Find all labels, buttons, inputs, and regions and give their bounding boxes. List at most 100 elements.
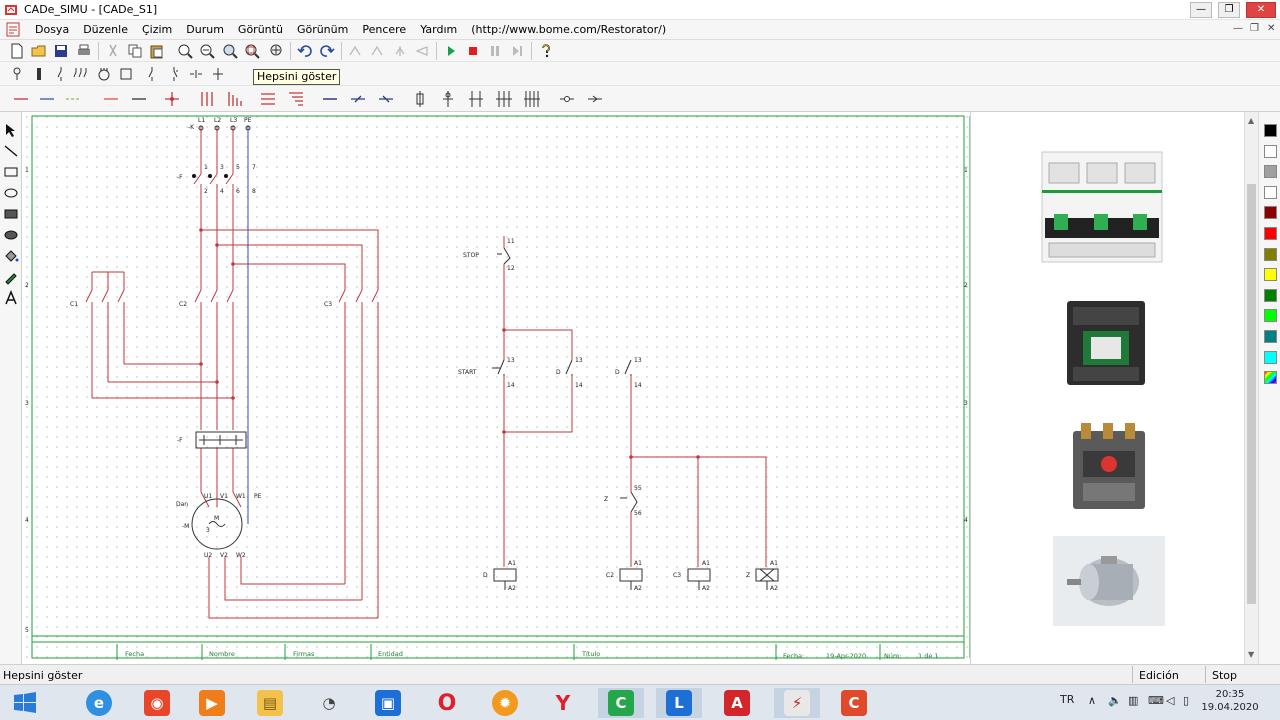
zoom-out-icon[interactable] [198,42,216,60]
filled-rectangle-tool-icon[interactable] [3,206,19,222]
taskbar-app-6[interactable]: ▣ [365,688,411,718]
tray-network-icon[interactable]: ▥ [1128,694,1139,707]
wire-n-icon[interactable] [38,90,56,108]
contact-nc-icon[interactable] [165,65,183,83]
copy-icon[interactable] [126,42,144,60]
zoom-in-icon[interactable] [176,42,194,60]
menu-dosya[interactable]: Dosya [35,23,70,36]
taskbar-acrobat[interactable]: A [714,688,760,718]
taskbar-ie[interactable]: e [76,688,122,718]
pan-icon[interactable] [267,42,285,60]
taskbar-app-2[interactable]: ◉ [134,688,180,718]
electric-motor-image[interactable] [1053,536,1165,626]
tray-battery-icon[interactable]: ▯ [1183,694,1190,707]
redo-icon[interactable] [318,42,336,60]
scroll-down-icon[interactable]: ▼ [1248,650,1255,659]
wire-l1-icon[interactable] [12,90,30,108]
menu-pencere[interactable]: Pencere [362,23,407,36]
circle-tool-icon[interactable] [3,185,19,201]
menu-restorator-link[interactable]: (http://www.bome.com/Restorator/) [471,23,667,36]
contactor-image[interactable] [1063,297,1149,389]
four-wire-horizontal-icon[interactable] [287,90,305,108]
three-wire-horizontal-icon[interactable] [259,90,277,108]
junction-icon[interactable] [163,90,181,108]
scroll-thumb[interactable] [1247,184,1256,604]
scroll-up-icon[interactable]: ▲ [1248,116,1255,125]
circuit-breaker-image[interactable] [1039,148,1165,266]
vertical-scrollbar[interactable]: ▲ ▼ [1244,112,1258,664]
pen-tool-icon[interactable] [3,269,19,285]
simulation-stop-icon[interactable] [464,42,482,60]
drawing-canvas[interactable]: -K L1 L2 L3 PE -F 1 3 5 7 2 4 6 8 C1 C2 … [22,112,970,664]
mdi-close-icon[interactable]: ✕ [1267,23,1276,34]
wire-blue-icon[interactable] [321,90,339,108]
three-wire-vertical-icon[interactable] [198,90,216,108]
taskbar-opera[interactable]: O [424,688,470,718]
color-swatch[interactable] [1264,247,1277,261]
print-icon[interactable] [75,42,93,60]
power-supply-icon[interactable] [8,65,26,83]
text-tool-icon[interactable] [3,290,19,306]
minimize-button[interactable]: — [1190,2,1212,18]
taskbar-search[interactable]: ◔ [306,688,352,718]
simulation-pause-icon[interactable] [486,42,504,60]
mdi-restore-icon[interactable]: ❐ [1250,23,1259,34]
color-swatch[interactable] [1264,206,1277,220]
transformer-icon[interactable] [117,65,135,83]
wire-black-icon[interactable] [130,90,148,108]
undo-icon[interactable] [296,42,314,60]
terminal-3-icon[interactable] [495,90,513,108]
contact-no-icon[interactable] [143,65,161,83]
tray-volume-icon[interactable]: 🔈 [1108,694,1122,707]
simulation-step-icon[interactable] [508,42,526,60]
taskbar-settings[interactable]: ✹ [482,688,528,718]
menu-durum[interactable]: Durum [186,23,224,36]
motor-icon[interactable] [95,65,113,83]
mirror-icon[interactable] [391,42,409,60]
tray-speaker-icon[interactable]: ◁ [1166,694,1175,707]
terminal-icon[interactable] [439,90,457,108]
taskbar-explorer[interactable]: ▤ [247,688,293,718]
align-left-icon[interactable] [346,42,364,60]
close-button[interactable]: ✕ [1246,2,1276,18]
disconnector-icon[interactable] [52,65,70,83]
help-icon[interactable] [537,42,555,60]
color-swatch[interactable] [1264,268,1277,282]
tray-clock[interactable]: 20:35 19.04.2020 [1200,688,1260,714]
terminal-4-icon[interactable] [523,90,541,108]
three-pole-switch-icon[interactable] [73,65,91,83]
taskbar-yandex[interactable]: Y [540,688,586,718]
color-swatch[interactable] [1264,185,1277,199]
wire-cross-icon[interactable] [349,90,367,108]
socket-icon[interactable] [586,90,604,108]
taskbar-lync[interactable]: L [656,688,702,718]
maximize-button[interactable]: ❐ [1218,2,1240,18]
paste-icon[interactable] [148,42,166,60]
color-swatch[interactable] [1264,350,1277,364]
taskbar-camtasia[interactable]: C [598,688,644,718]
line-tool-icon[interactable] [3,143,19,159]
color-swatch[interactable] [1264,124,1277,137]
mdi-minimize-icon[interactable]: — [1233,23,1243,34]
menu-gorunum[interactable]: Görünüm [296,23,349,36]
terminal-2-icon[interactable] [467,90,485,108]
save-icon[interactable] [52,42,70,60]
new-file-icon[interactable] [8,42,26,60]
color-swatch[interactable] [1264,227,1277,240]
fuse-icon[interactable] [30,65,48,83]
tray-keyboard-icon[interactable]: ⌨ [1148,694,1164,707]
start-button[interactable] [2,688,48,718]
menu-cizim[interactable]: Çizim [141,23,173,36]
menu-goruntu[interactable]: Görüntü [237,23,283,36]
taskbar-media[interactable]: ▶ [189,688,235,718]
color-swatch[interactable] [1264,144,1277,158]
select-arrow-icon[interactable] [3,122,19,138]
thermal-relay-image[interactable] [1071,417,1147,513]
color-swatch[interactable] [1264,309,1277,323]
tray-language[interactable]: TR [1060,693,1075,706]
open-folder-icon[interactable] [30,42,48,60]
fill-bucket-icon[interactable] [3,248,19,264]
rotate-icon[interactable] [413,42,431,60]
cut-icon[interactable] [104,42,122,60]
wire-red-icon[interactable] [102,90,120,108]
